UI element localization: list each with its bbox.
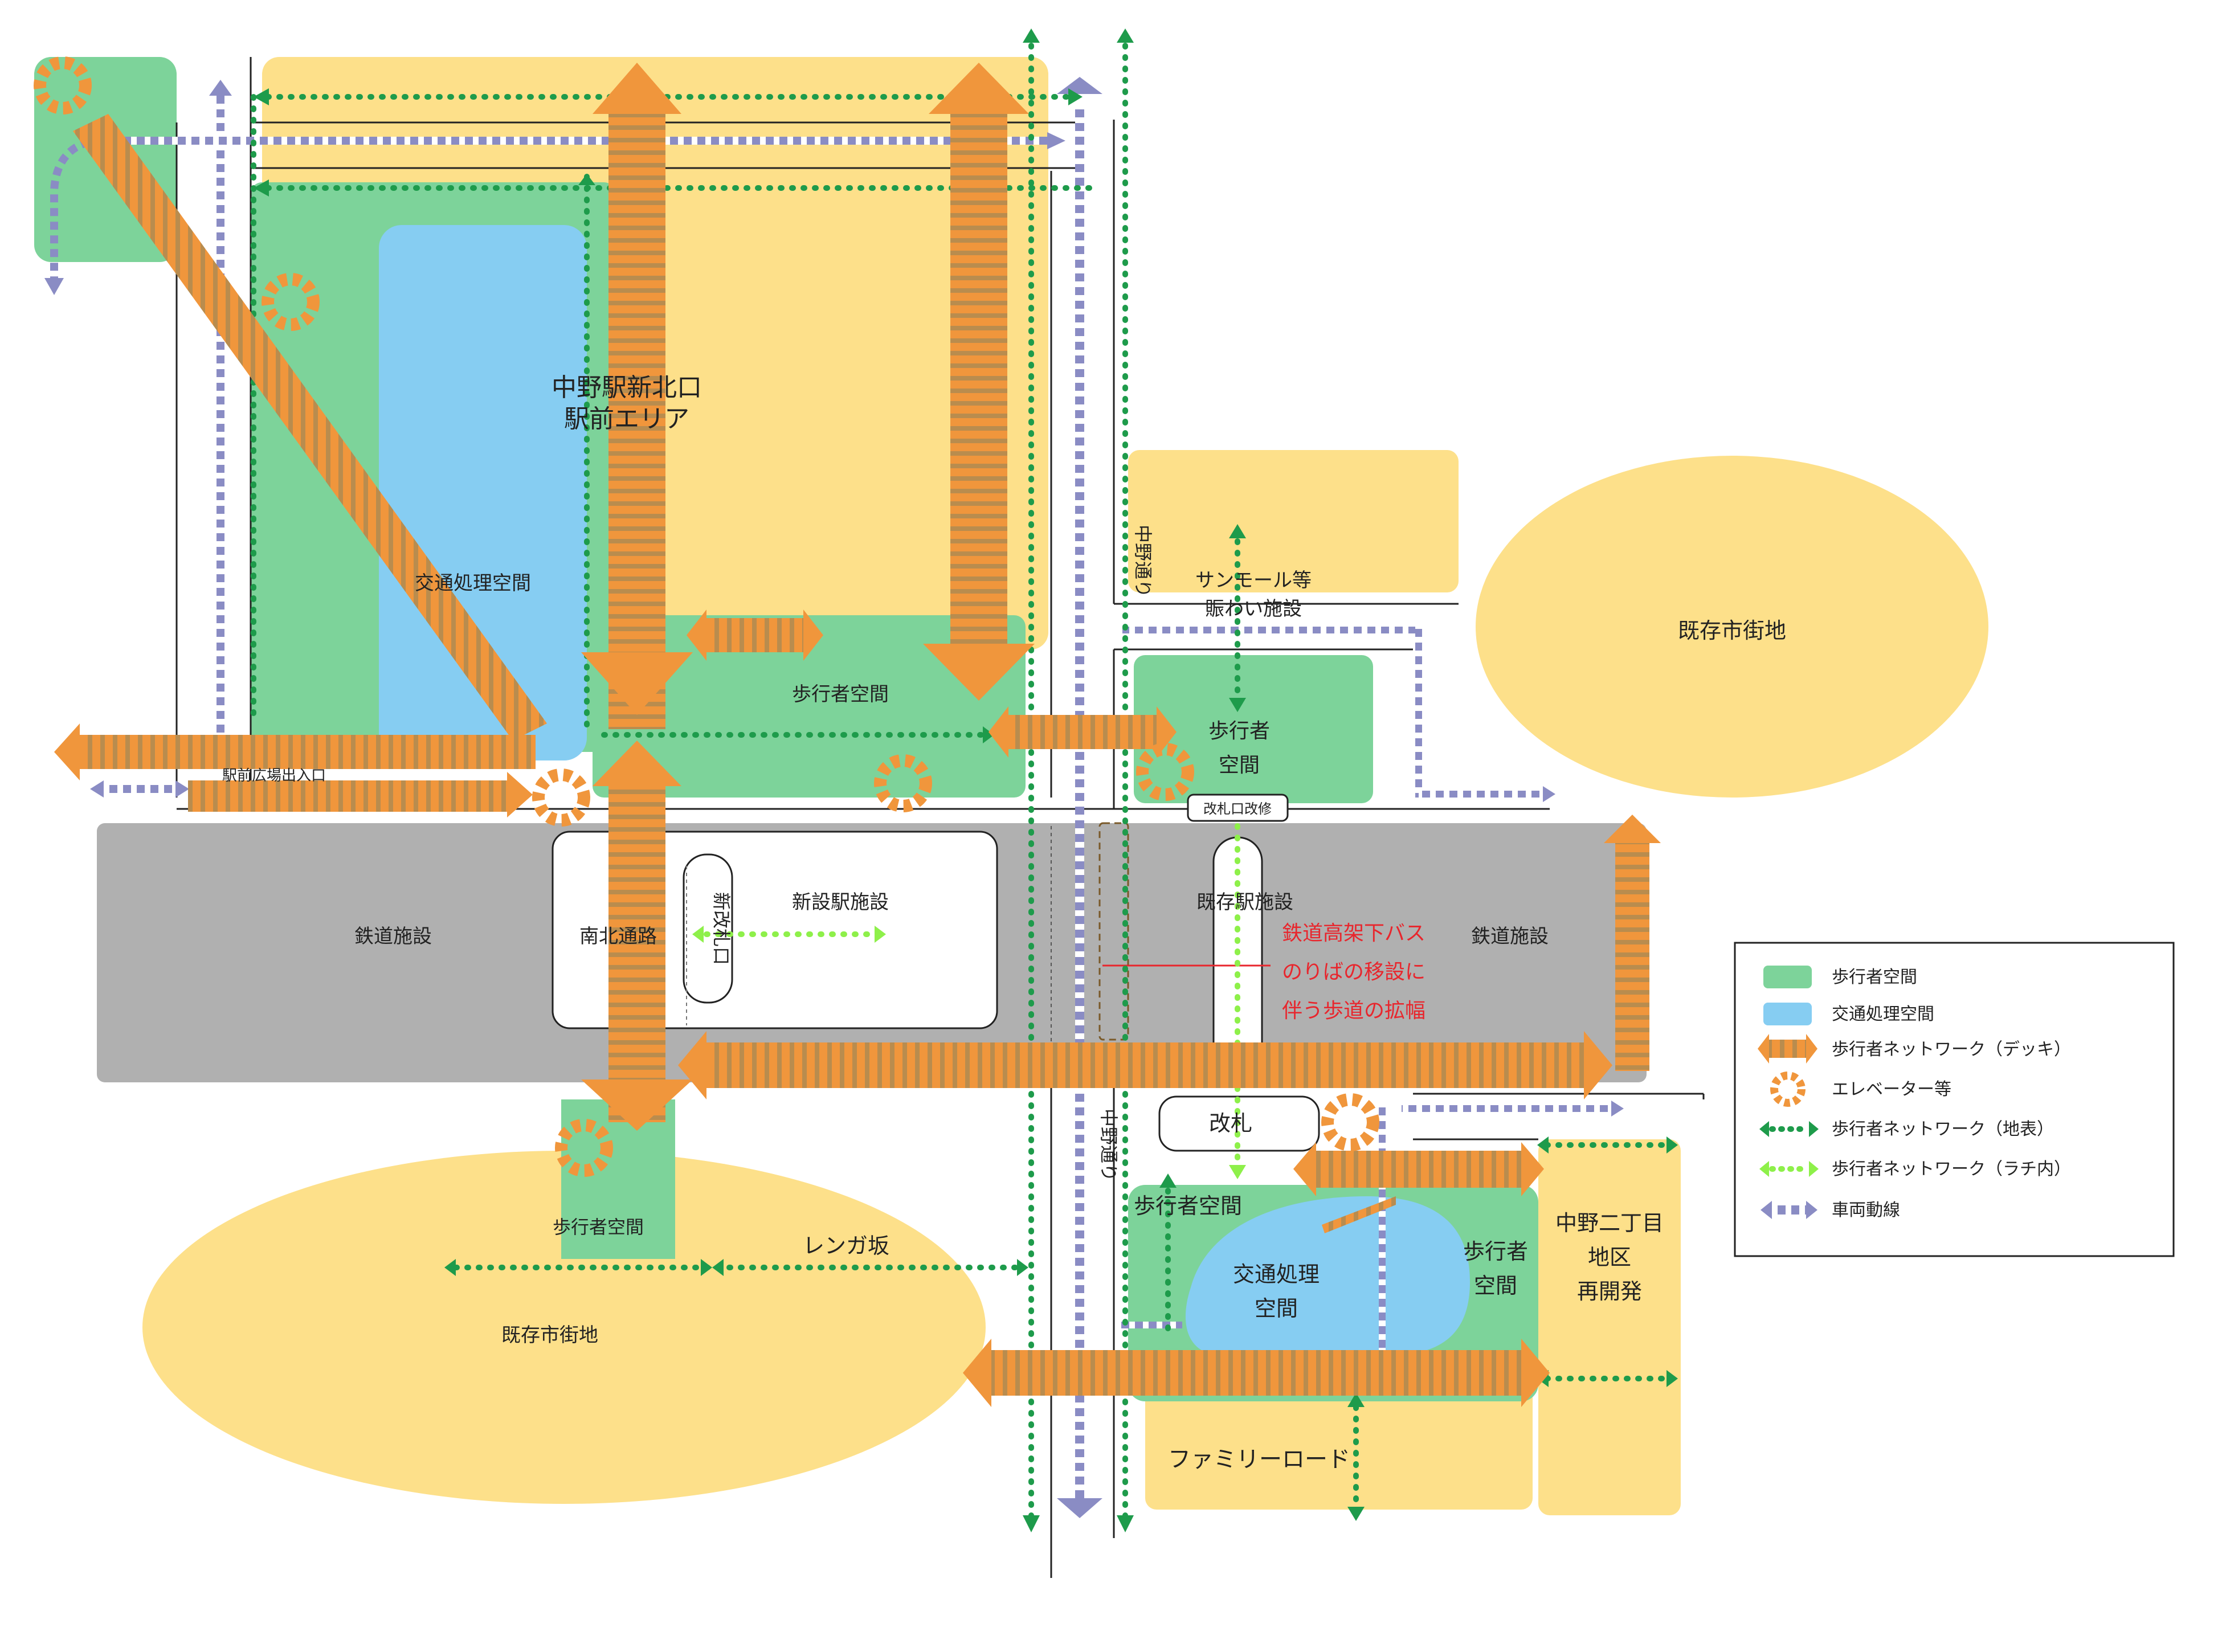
- road-lines: [175, 57, 1705, 1578]
- bus-stop-relocation-area: [1098, 822, 1129, 1041]
- elevators: [34, 56, 1379, 1177]
- north-area-label: 中野駅新北口: [552, 373, 702, 402]
- legend: 歩行者空間 交通処理空間 歩行者ネットワーク（デッキ） エレベーター等 歩行者ネ…: [1734, 942, 2175, 1257]
- new-gate-label: 新改札口: [710, 892, 732, 965]
- sunmall-label: サンモール等: [1195, 569, 1312, 592]
- family-road-label: ファミリーロード: [1168, 1446, 1350, 1473]
- elevator-ring-icon: [34, 56, 92, 115]
- elevator-ring-icon: [262, 273, 320, 331]
- railway-east-label: 鉄道施設: [1471, 925, 1549, 948]
- elevator-ring-icon: [1321, 1093, 1379, 1151]
- elevator-ring-icon: [874, 754, 932, 812]
- elevator-ring-icon: [532, 768, 590, 827]
- nakano-dori-south-label: 中野通り: [1098, 1109, 1120, 1181]
- legend-item-label: エレベーター等: [1832, 1079, 1951, 1099]
- sunmall-label-2: 賑わい施設: [1205, 598, 1302, 620]
- note-label-3: 伴う歩道の拡幅: [1282, 999, 1425, 1023]
- pedestrian-space-south-label: 歩行者空間: [553, 1216, 644, 1238]
- urban-area-east: [1476, 456, 1988, 798]
- gate-dotted-arrow-icon: [1759, 1161, 1819, 1177]
- urban-area-family-road: [1145, 1379, 1533, 1510]
- new-gate-box: [683, 853, 733, 1004]
- pedestrian-space-south-center-label: 歩行者空間: [1134, 1193, 1242, 1218]
- note-label-2: のりばの移設に: [1282, 960, 1425, 984]
- pedestrian-space-se-label: 歩行者: [1463, 1239, 1528, 1264]
- nakano-dori-north-label: 中野通り: [1132, 525, 1154, 598]
- gate-network-arrowheads: [692, 926, 1246, 1179]
- railway-west-label: 鉄道施設: [354, 925, 432, 948]
- existing-town-south-label: 既存市街地: [501, 1324, 598, 1347]
- legend-item-label: 交通処理空間: [1832, 1004, 1934, 1024]
- blue-swatch: [1763, 1003, 1812, 1025]
- green-link-sunmall-down: [1229, 698, 1246, 712]
- gate-label: 改札: [1209, 1111, 1252, 1136]
- deck-network: [54, 63, 1661, 1407]
- legend-item-label: 歩行者空間: [1832, 967, 1917, 987]
- legend-item-label: 車両動線: [1832, 1200, 1900, 1220]
- existing-station-label: 既存駅施設: [1196, 891, 1293, 914]
- ground-network-arrowheads: [254, 28, 1678, 1532]
- urban-area-sunmall: [1128, 450, 1459, 592]
- ns-passage-label: 南北通路: [579, 925, 657, 948]
- legend-item-label: 歩行者ネットワーク（デッキ）: [1832, 1040, 2071, 1060]
- pedestrian-space-center-label: 歩行者空間: [792, 683, 889, 706]
- redevelopment-label: 中野二丁目: [1555, 1211, 1664, 1236]
- green-swatch: [1763, 966, 1812, 988]
- existing-town-east-label: 既存市街地: [1678, 618, 1786, 643]
- elevator-ring-icon: [1770, 1072, 1806, 1107]
- green-link-sunmall-up: [1229, 524, 1246, 538]
- traffic-space-south: [1185, 1196, 1470, 1356]
- green-center: [593, 615, 1026, 798]
- north-area-label-2: 駅前エリア: [564, 404, 689, 434]
- ground-dotted-arrow-icon: [1759, 1121, 1819, 1137]
- gate-network: [704, 823, 1240, 1171]
- gate-renovation-box: [1187, 794, 1289, 822]
- elevator-ring-icon: [1136, 743, 1194, 801]
- note-label: 鉄道高架下バス: [1282, 922, 1425, 945]
- urban-area-south: [142, 1151, 986, 1504]
- traffic-space-south-label: 交通処理: [1233, 1262, 1320, 1287]
- redevelopment-label-2: 地区: [1588, 1245, 1631, 1270]
- plaza-entrance-label: 駅前広場出入口: [222, 767, 326, 784]
- legend-item-label: 歩行者ネットワーク（地表）: [1832, 1119, 2054, 1139]
- map-labels: 中野駅新北口 駅前エリア 交通処理空間 歩行者空間 駅前広場出入口 サンモール等…: [222, 373, 1786, 1473]
- redevelopment-label-3: 再開発: [1577, 1279, 1642, 1304]
- gate-renovation-label: 改札口改修: [1203, 801, 1272, 817]
- pedestrian-space-east-label-2: 空間: [1219, 754, 1260, 777]
- new-station-label: 新設駅施設: [792, 891, 889, 914]
- elevator-ring-icon: [555, 1119, 613, 1177]
- deck-arrow-icon: [1758, 1034, 1817, 1064]
- traffic-space-north-label: 交通処理空間: [415, 572, 531, 595]
- urban-area-redevelopment: [1538, 1139, 1681, 1515]
- pedestrian-space-east-label: 歩行者: [1208, 719, 1270, 743]
- traffic-space-south-label-2: 空間: [1255, 1296, 1298, 1321]
- pedestrian-space-se-label-2: 空間: [1474, 1273, 1517, 1298]
- renga-zaka-label: レンガ坂: [803, 1233, 889, 1258]
- vehicle-dashed-arrow-icon: [1761, 1201, 1817, 1219]
- legend-item-label: 歩行者ネットワーク（ラチ内）: [1832, 1159, 2071, 1179]
